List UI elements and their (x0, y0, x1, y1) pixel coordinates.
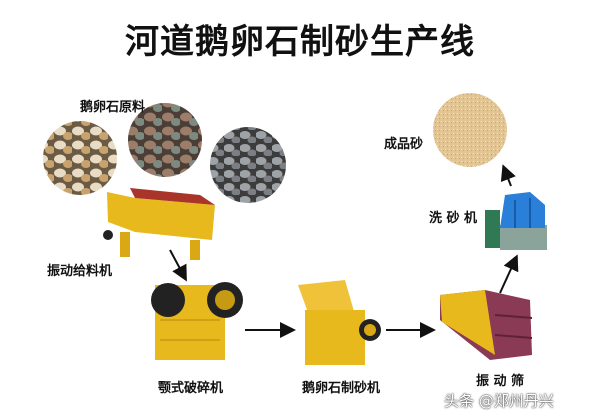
sand-maker-image (298, 280, 381, 365)
label-washer: 洗 砂 机 (429, 211, 478, 226)
sand-photo (433, 93, 507, 167)
jaw-crusher-image (151, 282, 243, 360)
arrow-washer-to-product (500, 164, 516, 187)
vibrating-screen-image (440, 290, 533, 360)
sand-washer-image (485, 192, 547, 250)
label-product: 成品砂 (384, 137, 424, 152)
watermark: 头条 @郑州丹兴 (444, 392, 554, 410)
diagram-title: 河道鹅卵石制砂生产线 (125, 22, 475, 62)
pebble-photo-3 (210, 127, 286, 203)
pebble-photo-1 (43, 121, 117, 195)
label-sand-maker: 鹅卵石制砂机 (302, 381, 381, 396)
arrow-screen-to-washer (499, 254, 519, 294)
label-raw-material: 鹅卵石原料 (80, 100, 146, 115)
pebble-photo-2 (128, 103, 202, 177)
vibrating-feeder-image (103, 188, 215, 260)
label-jaw-crusher: 颚式破碎机 (158, 381, 224, 396)
label-feeder: 振动给料机 (47, 264, 113, 279)
arrow-feeder-to-crusher (169, 249, 187, 282)
label-screen: 振 动 筛 (476, 374, 525, 389)
